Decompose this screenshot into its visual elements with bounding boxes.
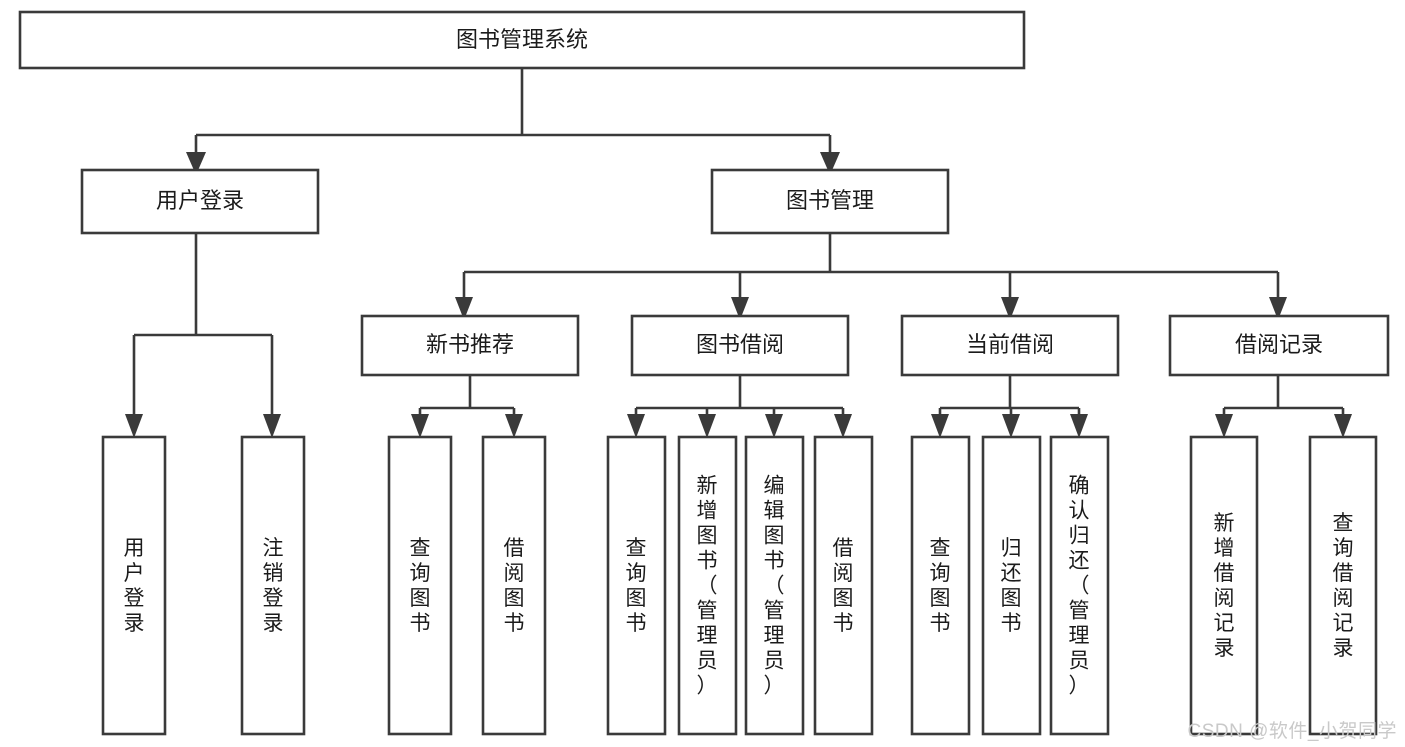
arrow-icon-to-leaf-add-borrow-record: [1215, 414, 1233, 438]
node-root-box[interactable]: [18, 10, 1026, 70]
leaf-node-borrow-book-box[interactable]: [813, 435, 874, 736]
leaf-node-query-book-current-label: 查询图书: [930, 537, 951, 635]
node-book-manage-label: 图书管理: [786, 188, 874, 213]
leaf-node-query-book-current[interactable]: 查询图书: [910, 435, 971, 736]
arrow-icon-to-borrow-record: [1269, 297, 1287, 320]
node-new-book-recommend[interactable]: 新书推荐: [360, 314, 580, 377]
leaf-node-add-borrow-record[interactable]: 新增借阅记录: [1189, 435, 1259, 736]
csdn-watermark: CSDN @软件_小贺同学: [1187, 721, 1397, 742]
node-borrow-record-label: 借阅记录: [1235, 332, 1323, 357]
arrow-icon-to-leaf-query-borrow-record: [1334, 414, 1352, 438]
arrow-icon-to-leaf-return-book: [1002, 414, 1020, 438]
leaf-node-query-book-borrow-label: 查询图书: [626, 537, 647, 635]
node-user-login[interactable]: 用户登录: [80, 168, 320, 235]
node-root[interactable]: 图书管理系统: [18, 10, 1026, 70]
leaf-node-query-book-current-box[interactable]: [910, 435, 971, 736]
leaf-node-query-borrow-record-label: 查询借阅记录: [1333, 512, 1354, 660]
node-user-login-box[interactable]: [80, 168, 320, 235]
arrow-icon-to-leaf-add-book: [698, 414, 716, 438]
node-new-book-recommend-label: 新书推荐: [426, 332, 514, 357]
arrowhead-layer: [125, 152, 1352, 438]
leaf-node-confirm-return[interactable]: 确认归还（管理员）: [1049, 435, 1110, 736]
arrow-icon-to-current-borrow: [1001, 297, 1019, 320]
arrow-icon-to-leaf-edit-book: [765, 414, 783, 438]
leaf-node-user-login[interactable]: 用户登录: [101, 435, 167, 736]
arrow-icon-to-leaf-confirm-return: [1070, 414, 1088, 438]
node-current-borrow[interactable]: 当前借阅: [900, 314, 1120, 377]
leaf-node-confirm-return-box[interactable]: [1049, 435, 1110, 736]
leaf-node-borrow-book-recommend-box[interactable]: [481, 435, 547, 736]
leaf-node-return-book-label: 归还图书: [1001, 537, 1022, 635]
node-book-manage-box[interactable]: [710, 168, 950, 235]
leaf-node-edit-book-label: 编辑图书（管理员）: [764, 475, 785, 698]
node-user-login-label: 用户登录: [156, 188, 244, 213]
arrow-icon-to-leaf-user-login: [125, 414, 143, 438]
node-new-book-recommend-box[interactable]: [360, 314, 580, 377]
leaf-node-edit-book-box[interactable]: [744, 435, 805, 736]
arrow-icon-to-leaf-query-book-rec: [411, 414, 429, 438]
arrow-icon-to-leaf-borrow-book-rec: [505, 414, 523, 438]
leaf-node-return-book[interactable]: 归还图书: [981, 435, 1042, 736]
leaf-node-query-book-recommend-box[interactable]: [387, 435, 453, 736]
node-current-borrow-label: 当前借阅: [966, 332, 1054, 357]
arrow-icon-to-book-manage: [820, 152, 840, 175]
leaf-node-query-book-recommend[interactable]: 查询图书: [387, 435, 453, 736]
leaf-node-logout-login[interactable]: 注销登录: [240, 435, 306, 736]
leaf-node-user-login-label: 用户登录: [124, 537, 145, 635]
node-borrow-record[interactable]: 借阅记录: [1168, 314, 1390, 377]
node-book-borrow-box[interactable]: [630, 314, 850, 377]
arrow-icon-to-user-login: [186, 152, 206, 175]
leaf-node-query-book-borrow[interactable]: 查询图书: [606, 435, 667, 736]
node-root-label: 图书管理系统: [456, 27, 588, 52]
leaf-node-return-book-box[interactable]: [981, 435, 1042, 736]
node-current-borrow-box[interactable]: [900, 314, 1120, 377]
leaf-node-add-book-box[interactable]: [677, 435, 738, 736]
arrow-icon-to-leaf-query-book-cur: [931, 414, 949, 438]
leaf-node-query-borrow-record-box[interactable]: [1308, 435, 1378, 736]
leaf-node-query-borrow-record[interactable]: 查询借阅记录: [1308, 435, 1378, 736]
arrow-icon-to-leaf-query-book-borrow: [627, 414, 645, 438]
leaf-node-edit-book[interactable]: 编辑图书（管理员）: [744, 435, 805, 736]
arrow-icon-to-leaf-logout: [263, 414, 281, 438]
leaf-node-logout-login-label: 注销登录: [263, 537, 284, 635]
leaf-node-confirm-return-label: 确认归还（管理员）: [1069, 475, 1090, 698]
leaf-node-add-borrow-record-label: 新增借阅记录: [1214, 512, 1235, 660]
leaf-node-add-book-label: 新增图书（管理员）: [697, 475, 718, 698]
leaf-node-add-borrow-record-box[interactable]: [1189, 435, 1259, 736]
node-book-manage[interactable]: 图书管理: [710, 168, 950, 235]
leaf-node-borrow-book-recommend[interactable]: 借阅图书: [481, 435, 547, 736]
leaf-node-borrow-book-label: 借阅图书: [833, 537, 854, 635]
leaf-node-query-book-borrow-box[interactable]: [606, 435, 667, 736]
arrow-icon-to-recommend: [455, 297, 473, 320]
node-book-borrow-label: 图书借阅: [696, 332, 784, 357]
leaf-node-add-book[interactable]: 新增图书（管理员）: [677, 435, 738, 736]
arrow-icon-to-leaf-borrow-book: [834, 414, 852, 438]
leaf-node-borrow-book[interactable]: 借阅图书: [813, 435, 874, 736]
node-borrow-record-box[interactable]: [1168, 314, 1390, 377]
leaf-node-user-login-box[interactable]: [101, 435, 167, 736]
leaf-node-borrow-book-recommend-label: 借阅图书: [504, 537, 525, 635]
leaf-node-logout-login-box[interactable]: [240, 435, 306, 736]
arrow-icon-to-book-borrow: [731, 297, 749, 320]
node-book-borrow[interactable]: 图书借阅: [630, 314, 850, 377]
leaf-node-query-book-recommend-label: 查询图书: [410, 537, 431, 635]
